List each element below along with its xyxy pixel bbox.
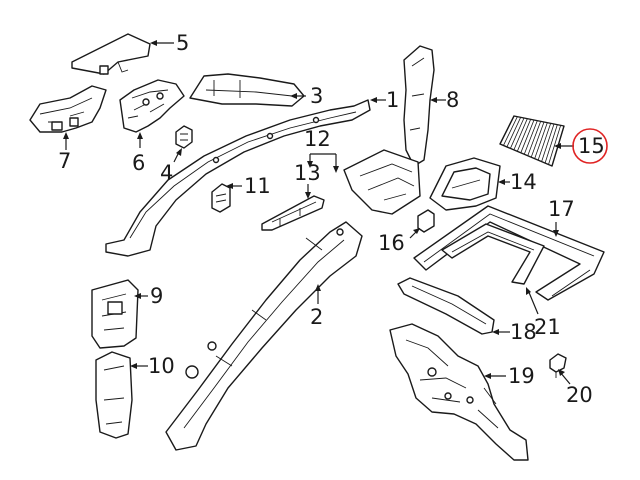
part-11-clip — [211, 183, 231, 213]
part-1-roof-rail — [105, 99, 371, 257]
callout-12-label: 12 — [304, 127, 331, 151]
callout-7-label: 7 — [58, 149, 71, 173]
hatch-line — [499, 115, 515, 145]
callout-6: 6 — [132, 132, 145, 175]
hatch-line — [541, 123, 555, 162]
callout-21: 21 — [526, 287, 561, 339]
part-15-pad — [499, 115, 565, 167]
part-9-panel — [91, 279, 139, 349]
callout-10-label: 10 — [148, 354, 175, 378]
hatch-line — [516, 119, 532, 152]
hatch-line — [503, 116, 518, 146]
part-15-hatching — [499, 115, 565, 167]
callout-5-label: 5 — [176, 31, 189, 55]
callout-20: 20 — [558, 369, 593, 407]
callout-6-label: 6 — [132, 151, 145, 175]
callout-12: 12 — [304, 127, 339, 173]
callout-14: 14 — [498, 170, 537, 194]
callout-2-label: 2 — [310, 305, 323, 329]
callout-15-label: 15 — [578, 134, 605, 158]
callout-20-label: 20 — [566, 383, 593, 407]
part-4-clip — [175, 125, 193, 149]
hatch-line — [520, 119, 535, 153]
hatch-line — [544, 124, 558, 164]
callout-13-label: 13 — [294, 161, 321, 185]
part-12-box — [343, 149, 421, 215]
callout-1: 1 — [370, 88, 399, 112]
callout-3: 3 — [290, 84, 323, 108]
part-16-plug — [417, 209, 435, 233]
part-7-bracket — [29, 85, 107, 133]
part-3-panel — [189, 73, 305, 107]
hatch-line — [548, 125, 562, 165]
callout-9: 9 — [134, 284, 163, 308]
callout-11: 11 — [226, 174, 271, 198]
part-20-clip — [549, 353, 567, 378]
callout-16-label: 16 — [378, 231, 405, 255]
callout-15-highlight-ring — [572, 128, 608, 164]
part-19-wheelhouse — [389, 323, 529, 461]
part-6-bracket — [119, 79, 185, 133]
hatch-line — [510, 117, 525, 149]
callout-1-label: 1 — [386, 88, 399, 112]
part-17-frame — [413, 205, 605, 301]
callout-10: 10 — [130, 354, 175, 378]
part-21-channel — [441, 223, 545, 285]
part-10-pillar — [95, 351, 133, 439]
callout-13: 13 — [294, 161, 321, 199]
part-2-lower-rail — [165, 221, 363, 451]
callout-19-label: 19 — [508, 364, 535, 388]
hatch-line — [534, 122, 548, 159]
hatch-line — [523, 120, 538, 155]
callout-16: 16 — [378, 228, 420, 255]
part-5-bracket — [71, 33, 151, 75]
callout-15: 15 — [554, 128, 608, 164]
hatch-line — [537, 123, 552, 161]
callout-8: 8 — [430, 88, 459, 112]
hatch-line — [527, 121, 542, 156]
hatch-line — [513, 118, 528, 151]
part-14-frame — [429, 157, 501, 211]
callout-5: 5 — [150, 31, 189, 55]
callout-17-label: 17 — [548, 197, 575, 221]
callout-19: 19 — [484, 364, 535, 388]
callout-17: 17 — [548, 197, 575, 237]
part-13-rail — [261, 195, 325, 231]
callout-14-label: 14 — [510, 170, 537, 194]
callout-3-label: 3 — [310, 84, 323, 108]
hatch-line — [506, 117, 522, 148]
hatch-line — [530, 121, 545, 158]
part-8-pillar — [403, 45, 435, 167]
callout-2: 2 — [310, 284, 323, 329]
callout-7: 7 — [58, 132, 71, 173]
callout-8-label: 8 — [446, 88, 459, 112]
callout-9-label: 9 — [150, 284, 163, 308]
callout-18-label: 18 — [510, 320, 537, 344]
callout-18: 18 — [492, 320, 537, 344]
callout-21-label: 21 — [534, 315, 561, 339]
callout-11-label: 11 — [244, 174, 271, 198]
